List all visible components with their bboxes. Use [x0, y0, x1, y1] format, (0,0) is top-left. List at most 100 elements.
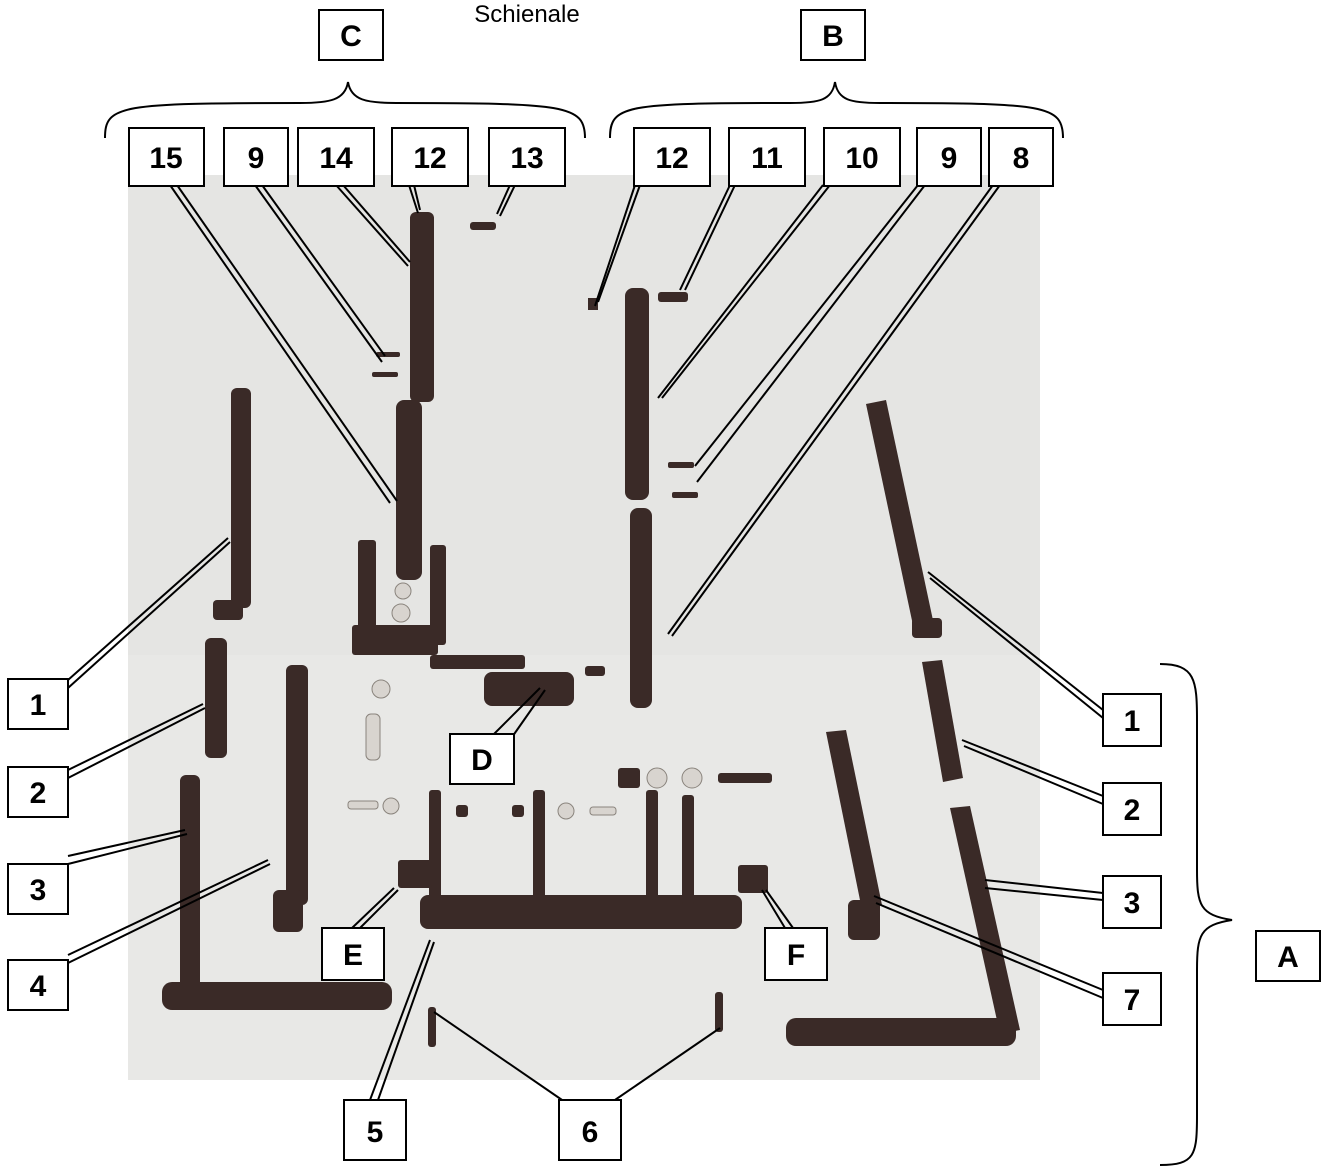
washer-f — [558, 803, 574, 819]
washer-g — [383, 798, 399, 814]
nut-b — [512, 805, 524, 817]
small-clamp — [618, 768, 640, 788]
callout-4-text: 4 — [30, 970, 47, 1003]
callout-9-right-text: 9 — [941, 142, 958, 175]
backrest-b-upper-tube — [625, 288, 649, 500]
callout-15-text: 15 — [149, 142, 182, 175]
callout-9-left-text: 9 — [248, 142, 265, 175]
callout-2-left: 2 — [8, 767, 68, 817]
bolt-11 — [658, 292, 688, 302]
callout-7-text: 7 — [1124, 984, 1141, 1017]
callout-f: F — [765, 928, 827, 980]
group-label-a: A — [1256, 931, 1320, 981]
bolt-light — [366, 714, 380, 760]
callout-5-text: 5 — [367, 1116, 384, 1149]
callout-f-text: F — [787, 939, 805, 972]
callout-12-right-text: 12 — [655, 142, 688, 175]
callout-8-text: 8 — [1013, 142, 1030, 175]
callout-12-left: 12 — [392, 128, 468, 186]
callout-7: 7 — [1103, 973, 1161, 1025]
washer-a — [395, 583, 411, 599]
seat-upright-2 — [533, 790, 545, 900]
long-bolt — [718, 773, 772, 783]
left-leg-tube — [286, 665, 308, 905]
right-leg-end — [848, 900, 880, 940]
bracket-base — [352, 625, 438, 655]
callout-3-right: 3 — [1103, 876, 1161, 928]
bracket-rod — [430, 655, 525, 669]
callout-8: 8 — [989, 128, 1053, 186]
group-label-a-text: A — [1277, 941, 1299, 974]
callout-1-right-text: 1 — [1124, 705, 1141, 738]
left-upper-tube-end — [213, 600, 243, 620]
washer-c — [372, 680, 390, 698]
callout-13: 13 — [489, 128, 565, 186]
washer-b — [392, 604, 410, 622]
callout-6-text: 6 — [582, 1116, 599, 1149]
callout-6: 6 — [559, 1100, 621, 1160]
callout-3-left-text: 3 — [30, 874, 47, 907]
callout-e-text: E — [343, 939, 363, 972]
callout-9-right: 9 — [917, 128, 981, 186]
bolt-13 — [470, 222, 496, 230]
right-foot-tube — [786, 1018, 1016, 1046]
group-label-c: C — [319, 10, 383, 60]
callout-11: 11 — [729, 128, 805, 186]
clip-f — [738, 865, 768, 893]
callout-1-left-text: 1 — [30, 689, 47, 722]
callout-2-right: 2 — [1103, 783, 1161, 835]
callout-2-left-text: 2 — [30, 777, 47, 810]
callout-4: 4 — [8, 960, 68, 1010]
screw-light-b — [590, 807, 616, 815]
callout-d-text: D — [471, 744, 493, 777]
screw-light-a — [348, 801, 378, 809]
callout-10: 10 — [824, 128, 900, 186]
left-middle-tube — [205, 638, 227, 758]
backrest-c-lower-tube — [396, 400, 422, 580]
group-label-b-text: B — [822, 20, 844, 53]
callout-11-text: 11 — [751, 142, 783, 175]
callout-14: 14 — [298, 128, 374, 186]
callout-10-text: 10 — [845, 142, 878, 175]
pin-9d — [672, 492, 698, 498]
clip-e — [398, 860, 432, 888]
nut-a — [456, 805, 468, 817]
pin-9a — [376, 352, 400, 357]
callout-e: E — [322, 928, 384, 980]
washer-d — [647, 768, 667, 788]
callout-1-left: 1 — [8, 679, 68, 729]
caption-schienale: Schienale — [474, 1, 579, 28]
callout-1-right: 1 — [1103, 694, 1161, 746]
brace-a — [1160, 664, 1232, 1165]
washer-e — [682, 768, 702, 788]
seat-upright-3 — [646, 790, 658, 900]
left-upper-tube — [231, 388, 251, 608]
callout-5: 5 — [344, 1100, 406, 1160]
callout-15: 15 — [129, 128, 204, 186]
callout-3-left: 3 — [8, 864, 68, 914]
backrest-b-lower-tube — [630, 508, 652, 708]
callout-12-left-text: 12 — [413, 142, 446, 175]
callout-2-right-text: 2 — [1124, 794, 1141, 827]
group-label-c-text: C — [340, 20, 362, 53]
left-lower-tube — [180, 775, 200, 990]
small-block-12 — [412, 218, 419, 234]
callout-13-text: 13 — [510, 142, 543, 175]
left-foot-tube — [162, 982, 392, 1010]
seat-upright-4 — [682, 795, 694, 905]
handle-d — [484, 672, 574, 706]
pin-6b — [715, 992, 723, 1032]
callout-14-text: 14 — [319, 142, 353, 175]
backrest-c-upper-tube — [410, 212, 434, 402]
group-label-b: B — [801, 10, 865, 60]
callout-9-left: 9 — [224, 128, 288, 186]
pin-9b — [372, 372, 398, 377]
left-leg-end — [273, 890, 303, 932]
callout-12-right: 12 — [634, 128, 710, 186]
right-upper-tube-end — [912, 618, 942, 638]
photo-background-upper — [128, 175, 1040, 655]
pin-9c — [668, 462, 694, 468]
callout-3-right-text: 3 — [1124, 887, 1141, 920]
callout-d: D — [450, 734, 514, 784]
